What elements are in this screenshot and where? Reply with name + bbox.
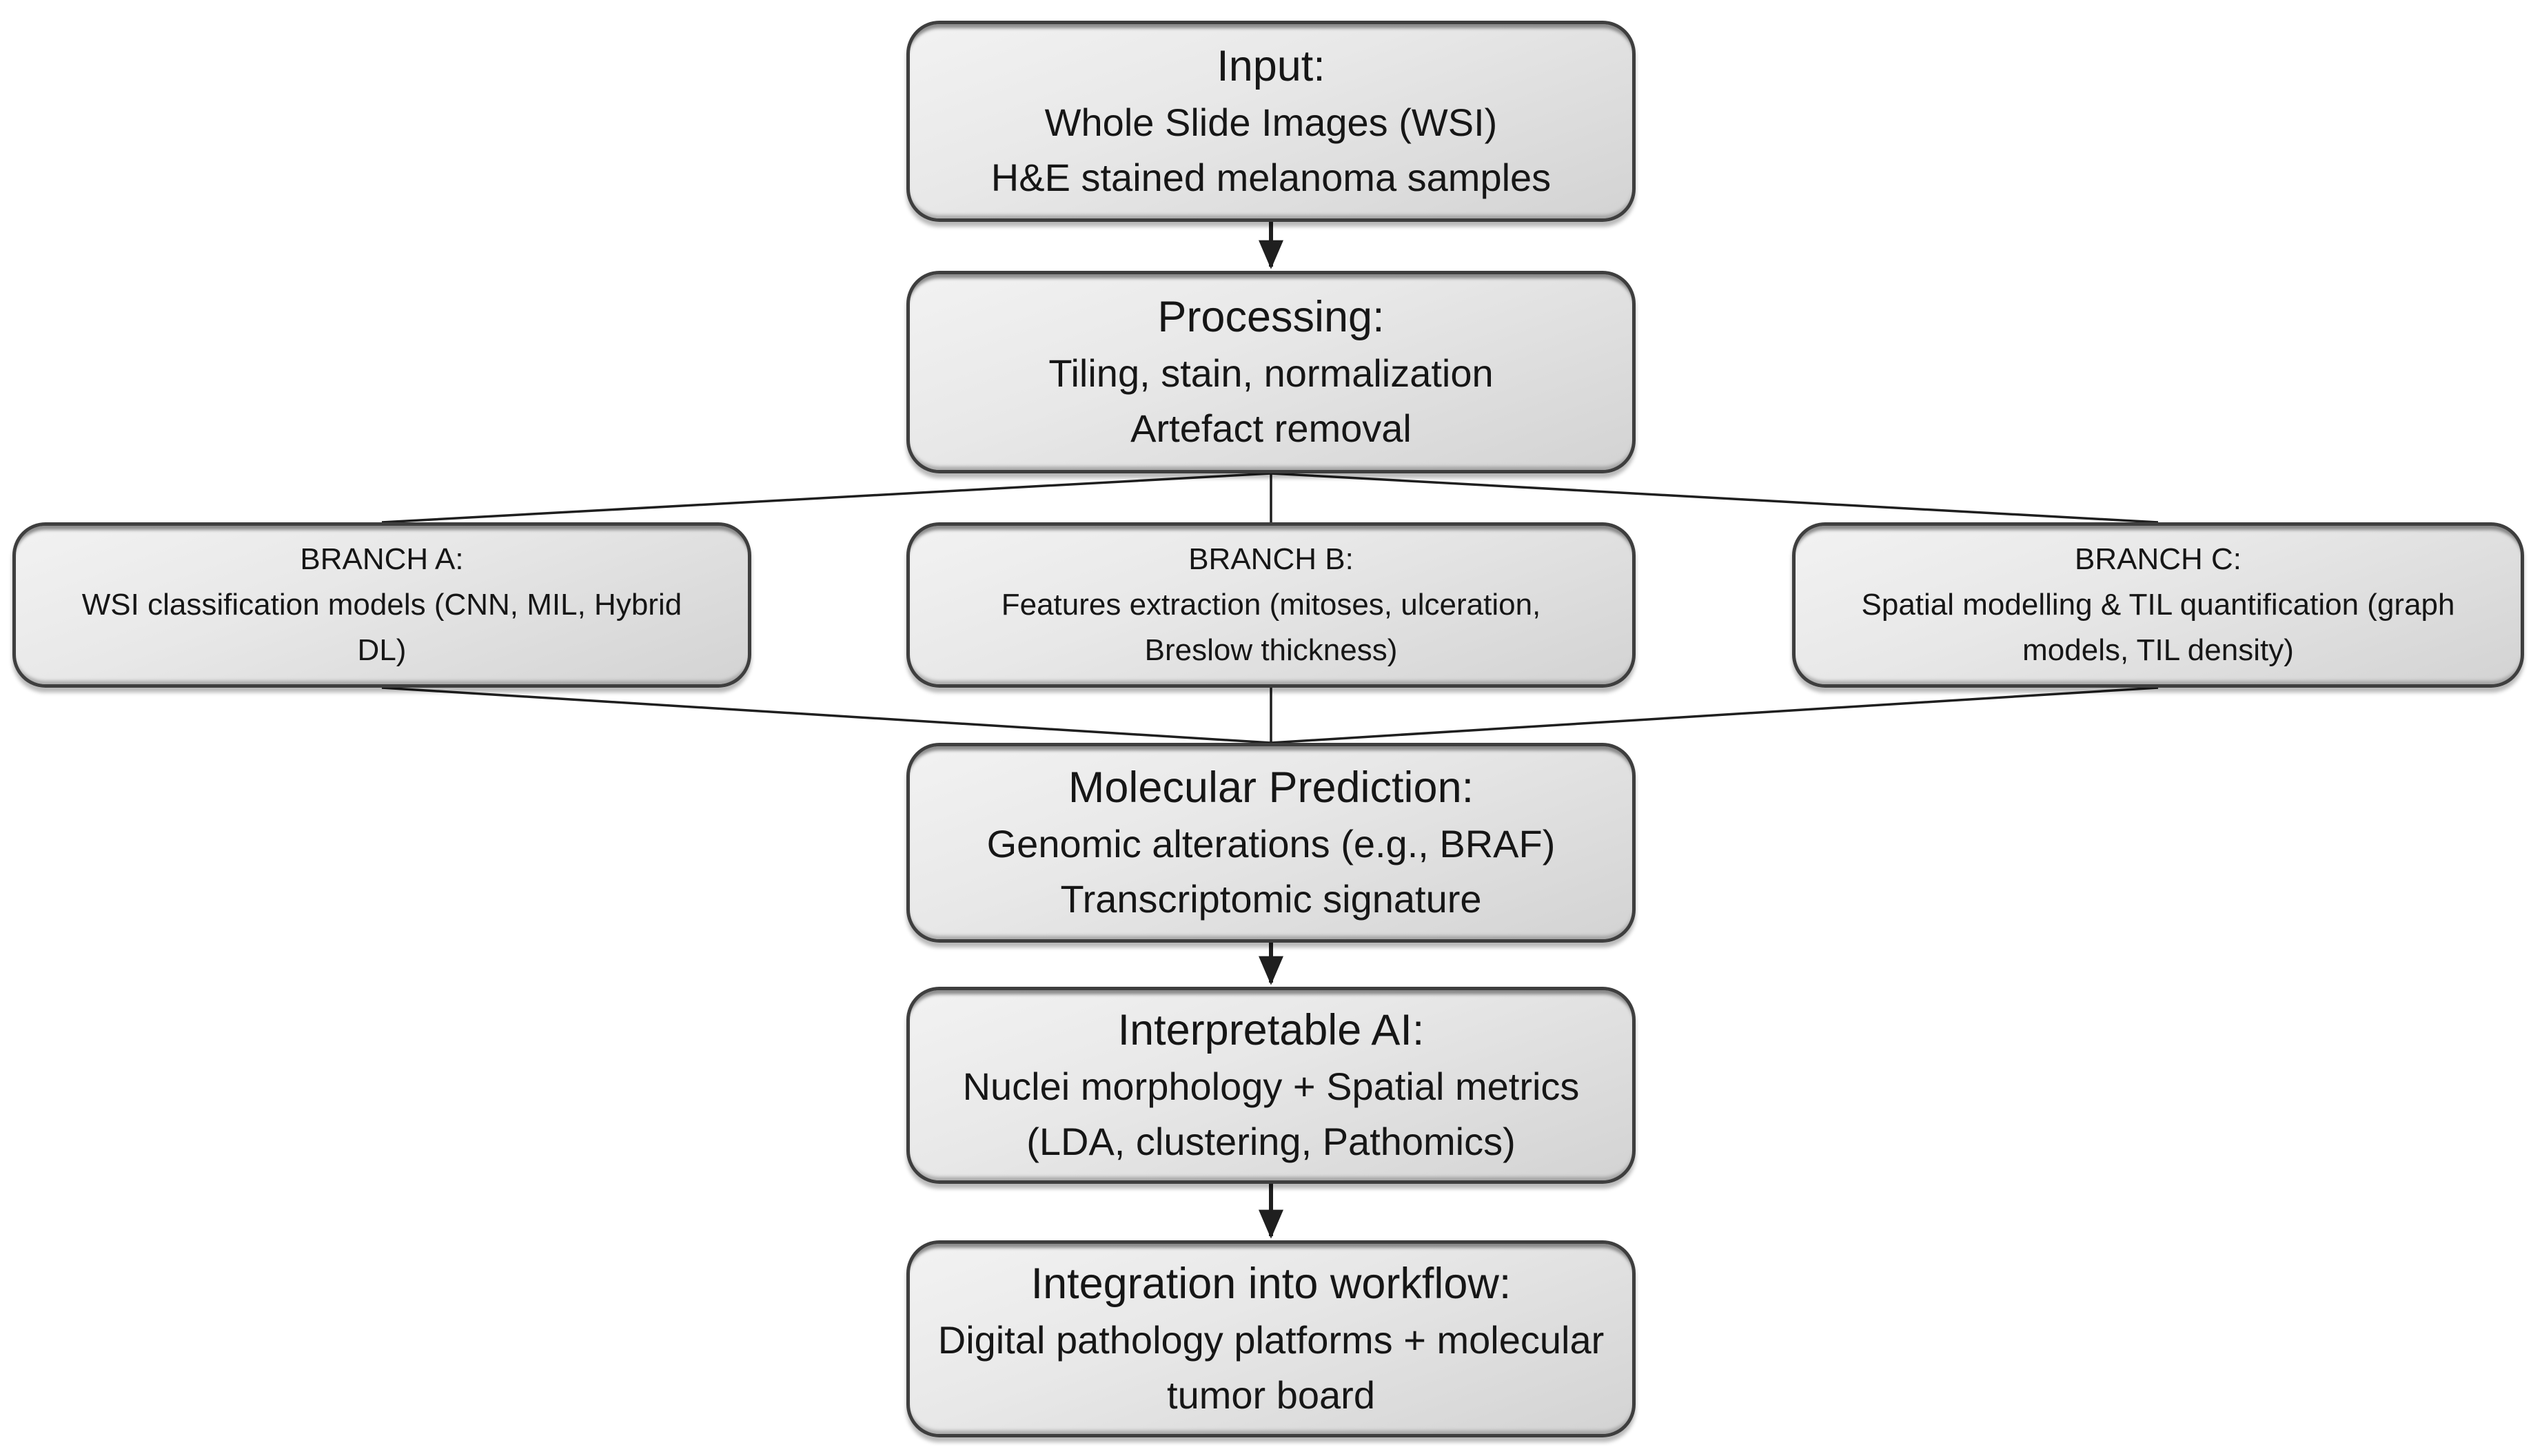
node-text-line: Digital pathology platforms + molecular [937, 1318, 1605, 1362]
node-text-line: DL) [357, 633, 407, 667]
flow-connector [1270, 686, 2159, 744]
node-text-line: H&E stained melanoma samples [990, 155, 1552, 199]
node-text-line: WSI classification models (CNN, MIL, Hyb… [81, 588, 682, 622]
flow-node-input: Input: Whole Slide Images (WSI) H&E stai… [906, 21, 1636, 222]
flow-connector [1270, 472, 2159, 524]
node-text-line: Artefact removal [1130, 406, 1412, 450]
node-title: Processing: [1157, 292, 1385, 341]
node-text-line: Genomic alterations (e.g., BRAF) [986, 822, 1556, 866]
node-text-line: Nuclei morphology + Spatial metrics [962, 1065, 1580, 1109]
node-title: Interpretable AI: [1117, 1005, 1425, 1054]
node-title: Molecular Prediction: [1068, 763, 1474, 812]
node-text-line: Spatial modelling & TIL quantification (… [1861, 588, 2455, 622]
node-text-line: (LDA, clustering, Pathomics) [1026, 1119, 1516, 1163]
flow-node-branch-b: BRANCH B: Features extraction (mitoses, … [906, 522, 1636, 688]
flow-node-branch-c: BRANCH C: Spatial modelling & TIL quanti… [1792, 522, 2524, 688]
node-text-line: Whole Slide Images (WSI) [1044, 101, 1498, 145]
node-title: BRANCH A: [300, 542, 464, 576]
flow-node-processing: Processing: Tiling, stain, normalization… [906, 271, 1636, 473]
flow-connector [381, 472, 1272, 524]
node-title: BRANCH B: [1188, 542, 1354, 576]
flow-node-branch-a: BRANCH A: WSI classification models (CNN… [12, 522, 751, 688]
node-text-line: models, TIL density) [2022, 633, 2294, 667]
node-title: Input: [1217, 41, 1325, 90]
node-title: Integration into workflow: [1030, 1259, 1512, 1308]
flow-node-molecular-prediction: Molecular Prediction: Genomic alteration… [906, 743, 1636, 943]
node-text-line: tumor board [1167, 1373, 1375, 1417]
node-text-line: Transcriptomic signature [1060, 876, 1482, 921]
flow-connector [381, 686, 1272, 744]
node-text-line: Tiling, stain, normalization [1048, 351, 1494, 396]
flow-node-integration: Integration into workflow: Digital patho… [906, 1240, 1636, 1437]
node-title: BRANCH C: [2074, 542, 2242, 576]
flow-node-interpretable-ai: Interpretable AI: Nuclei morphology + Sp… [906, 987, 1636, 1184]
node-text-line: Breslow thickness) [1144, 633, 1398, 667]
node-text-line: Features extraction (mitoses, ulceration… [1001, 588, 1541, 622]
